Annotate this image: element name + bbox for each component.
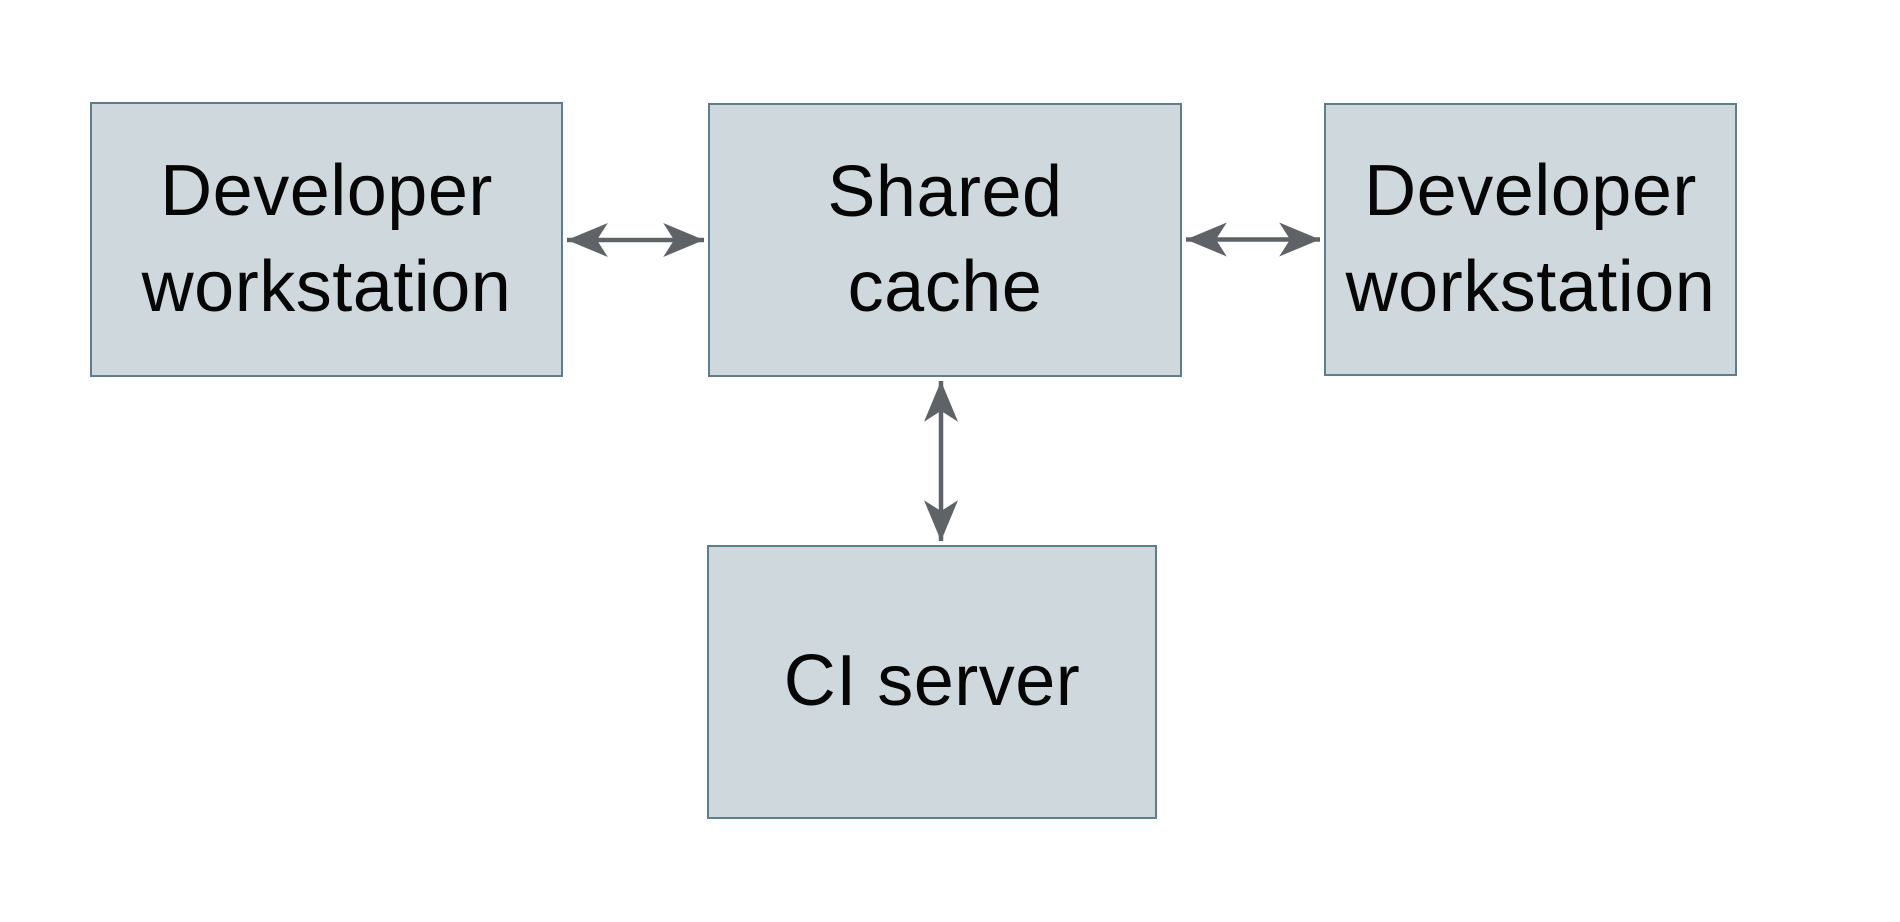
node-developer-workstation-left: Developer workstation <box>90 102 563 377</box>
node-label-developer-workstation-right: Developer workstation <box>1345 151 1716 327</box>
node-developer-workstation-right: Developer workstation <box>1324 103 1737 376</box>
node-ci-server: CI server <box>707 545 1157 819</box>
node-label-developer-workstation-left: Developer workstation <box>141 151 512 327</box>
node-shared-cache: Shared cache <box>708 103 1182 377</box>
node-label-shared-cache: Shared cache <box>827 151 1063 327</box>
node-label-ci-server: CI server <box>783 641 1081 722</box>
